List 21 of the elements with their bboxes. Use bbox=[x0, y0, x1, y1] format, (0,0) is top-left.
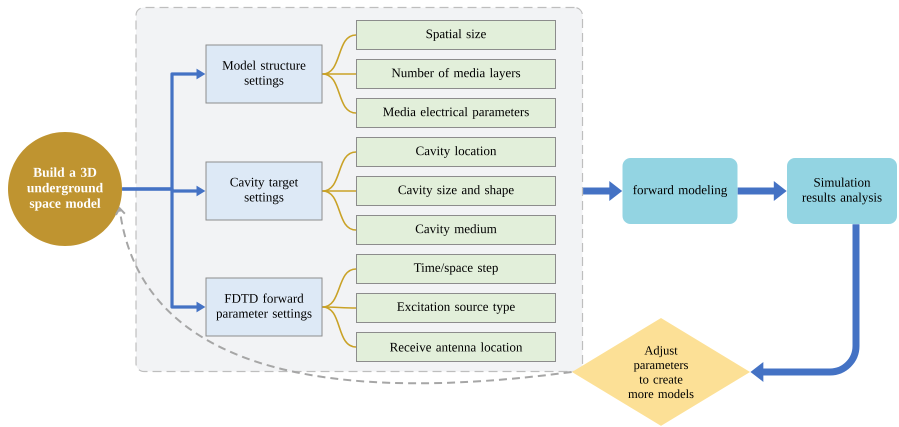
arrow bbox=[115, 206, 572, 384]
brace-line bbox=[322, 190, 356, 231]
settings-box: Cavity target settings bbox=[206, 162, 322, 220]
parameter-box: Time/space step bbox=[356, 254, 556, 284]
parameter-box: Cavity location bbox=[356, 137, 556, 167]
process-box: Simulation results analysis bbox=[787, 158, 897, 224]
parameter-box: Excitation source type bbox=[356, 293, 556, 323]
parameter-box: Cavity medium bbox=[356, 215, 556, 245]
settings-box: FDTD forward parameter settings bbox=[206, 278, 322, 336]
parameter-box: Cavity size and shape bbox=[356, 176, 556, 206]
brace-line bbox=[322, 73, 356, 114]
process-box: forward modeling bbox=[622, 158, 738, 224]
brace-line bbox=[322, 190, 356, 192]
parameter-box: Spatial size bbox=[356, 20, 556, 50]
brace-line bbox=[322, 73, 356, 75]
parameter-box: Receive antenna location bbox=[356, 332, 556, 362]
brace-line bbox=[322, 306, 356, 309]
brace-line bbox=[322, 306, 356, 348]
parameter-box: Number of media layers bbox=[356, 59, 556, 89]
settings-box: Model structure settings bbox=[206, 44, 322, 104]
parameter-box: Media electrical parameters bbox=[356, 98, 556, 128]
